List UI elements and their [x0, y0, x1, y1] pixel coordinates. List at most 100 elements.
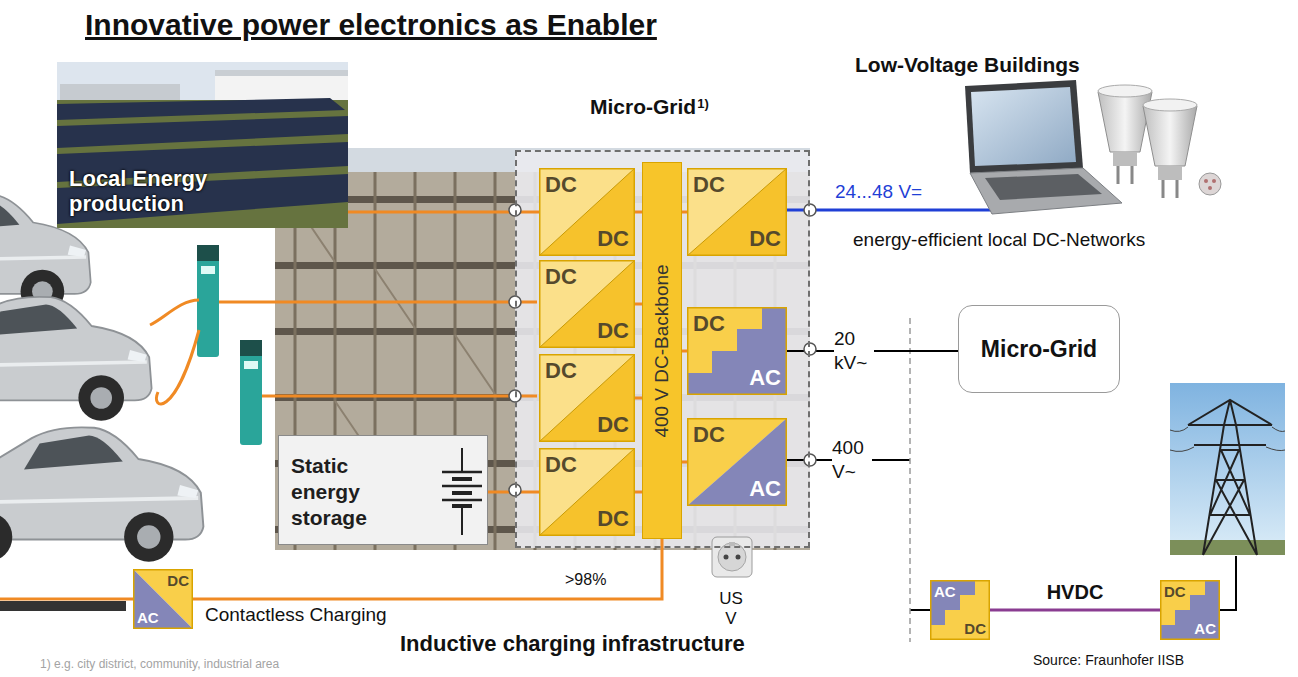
charging-station: [197, 245, 219, 357]
photo-caption: Local Energy production: [69, 166, 269, 216]
pylon-photo: [1170, 383, 1285, 555]
solar-photo: [57, 62, 348, 228]
converter-symbol: [687, 168, 787, 256]
converter-symbol: [687, 168, 787, 256]
converter-symbol: [539, 168, 635, 256]
converter-box: DCDC: [539, 260, 635, 348]
power-line: [0, 210, 1236, 642]
dc-backbone-bar: 400 V DC-Backbone: [642, 162, 682, 539]
region-heading: Micro-Grid1): [590, 95, 709, 119]
converter-label: AC: [749, 478, 781, 500]
converter-box: DC DC: [539, 168, 635, 256]
converter-box: DCAC: [687, 418, 787, 506]
converter-symbol: [540, 169, 635, 256]
converter-symbol: [539, 260, 635, 348]
electric-car: [0, 427, 203, 561]
converter-box: AC DC: [930, 580, 990, 640]
battery-symbol: [442, 448, 482, 535]
electric-car: [0, 297, 152, 421]
socket-icon: [712, 537, 752, 577]
converter-box: DC AC: [687, 307, 787, 395]
converter-label: DC: [749, 228, 781, 250]
diagram-title: Innovative power electronics as Enabler: [85, 8, 657, 42]
converter-symbol: [688, 308, 787, 395]
converter-symbol: [539, 168, 635, 256]
converter-symbol: [539, 354, 635, 442]
socket-icon: [712, 537, 752, 577]
battery-symbol: [442, 472, 482, 500]
socket-icon: [736, 555, 741, 560]
converter-label: DC: [964, 621, 986, 636]
charging-station: [240, 340, 262, 356]
converter-symbol: [134, 570, 193, 629]
converter-label: DC: [597, 228, 629, 250]
led-bulb-icon: [1143, 99, 1197, 111]
converter-symbol: [687, 168, 787, 256]
note-label: Contactless Charging: [205, 604, 387, 626]
line-label: 20 kV~: [834, 327, 874, 375]
converter-symbol: [930, 580, 990, 640]
converter-symbol: [539, 260, 635, 348]
converter-symbol: [133, 569, 193, 629]
converter-symbol: [1161, 581, 1220, 640]
converter-symbol: [688, 419, 787, 506]
converter-label: DC: [597, 414, 629, 436]
charging-station: [150, 300, 199, 404]
converter-label: DC: [693, 174, 725, 196]
laptop-icon: [965, 80, 1083, 173]
converter-label: DC: [693, 313, 725, 335]
power-line: [990, 609, 1160, 612]
power-line: [635, 397, 642, 400]
converter-label: AC: [749, 367, 781, 389]
led-bulb-icon: [1143, 102, 1197, 166]
led-bulb-icon: [1158, 166, 1182, 180]
charging-station: [244, 361, 258, 369]
converter-label: AC: [1194, 621, 1216, 636]
charging-station: [201, 266, 215, 274]
photo-panel: Local Energy production: [57, 62, 348, 228]
solar-photo: [215, 70, 348, 76]
led-bulb-icon: [1118, 166, 1132, 184]
converter-symbol: [539, 168, 635, 256]
converter-box: DC DC: [687, 168, 787, 256]
region-title: Micro-Grid: [590, 95, 696, 118]
source-note: Source: Fraunhofer IISB: [1033, 652, 1184, 668]
solar-photo: [57, 98, 345, 120]
socket-icon: [724, 555, 729, 560]
terminal-dot: [804, 343, 816, 355]
converter-symbol: [539, 448, 635, 536]
converter-box: DCAC: [133, 569, 193, 629]
ups-label: US V: [716, 589, 746, 629]
voltage-label: 400 V~: [832, 436, 872, 484]
backbone-label: 400 V DC-Backbone: [651, 264, 673, 437]
converter-label: DC: [545, 174, 577, 196]
terminal-dot: [804, 454, 816, 466]
line-label: HVDC: [1047, 581, 1104, 604]
converter-symbol: [540, 261, 635, 348]
converter-symbol: [539, 448, 635, 536]
power-line: [635, 211, 642, 214]
solar-photo: [57, 100, 348, 228]
storage-label: Static energy storage: [291, 453, 409, 531]
grid-box: Micro-Grid: [958, 305, 1120, 393]
micro-grid-region: Micro-Grid1)DCDCDCDCDCDCDCDC400 V DC-Bac…: [515, 150, 810, 548]
socket-icon: [729, 542, 735, 546]
storage-box: Static energy storage: [278, 435, 488, 545]
converter-label: DC: [167, 573, 189, 588]
converter-label: AC: [934, 584, 956, 599]
solar-photo: [57, 62, 348, 228]
led-bulb-icon: [1199, 173, 1221, 195]
pylon-photo: [1188, 400, 1272, 555]
electric-car: [0, 195, 203, 562]
charging-station: [240, 340, 262, 445]
converter-symbol: [540, 355, 635, 442]
converter-symbol: [539, 260, 635, 348]
storage-ground: [278, 435, 488, 545]
heading-label: Inductive charging infrastructure: [400, 631, 745, 657]
converter-label: DC: [545, 360, 577, 382]
led-bulb-icon: [1113, 152, 1137, 166]
charging-station: [197, 245, 219, 261]
led-bulb-icon: [1163, 180, 1177, 198]
footnote-mark: 1): [697, 96, 709, 111]
